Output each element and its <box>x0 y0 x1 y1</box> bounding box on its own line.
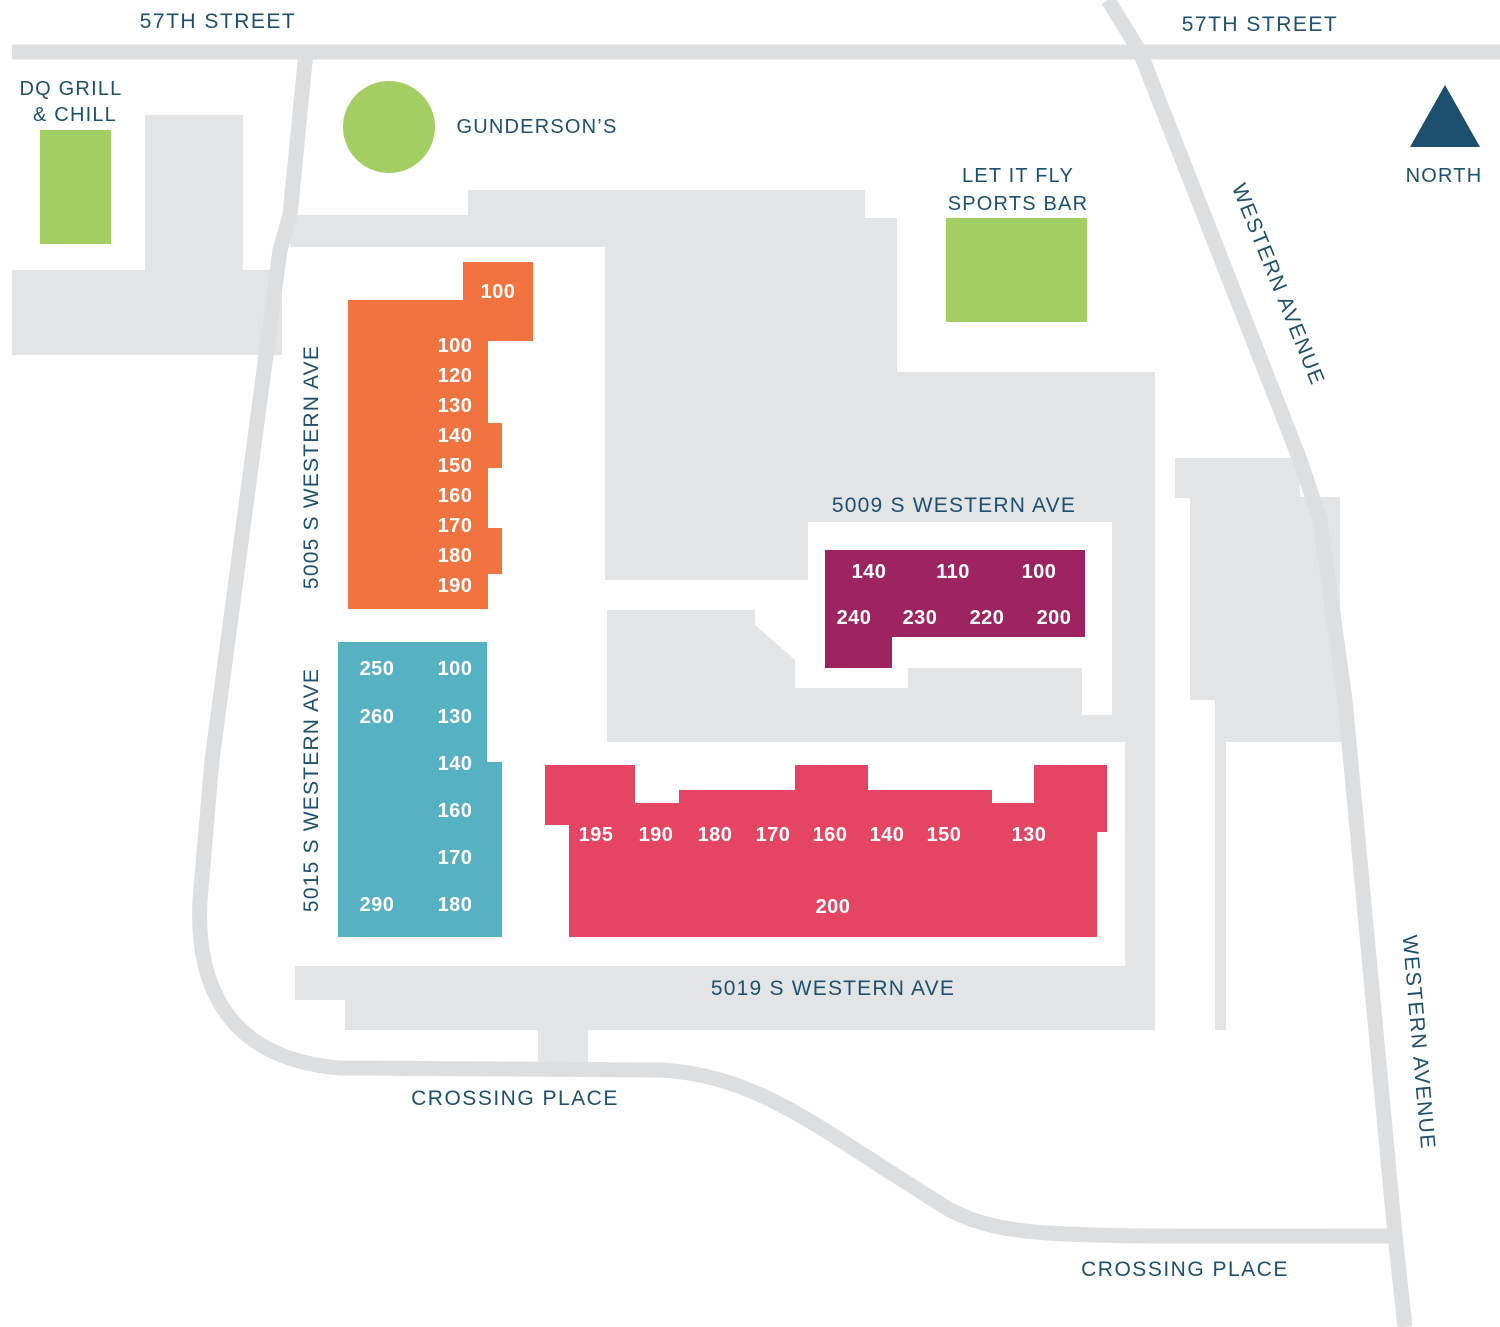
road-site-loop <box>192 51 1401 1244</box>
building-5009[interactable] <box>825 550 1085 668</box>
address-5019: 5019 S WESTERN AVE <box>711 977 955 1000</box>
unit-label: 290 <box>360 894 395 916</box>
north-arrow-icon <box>1410 85 1480 147</box>
unit-label: 150 <box>438 455 473 477</box>
unit-label: 170 <box>438 847 473 869</box>
parking-lot-east <box>1175 458 1300 498</box>
building-5005[interactable] <box>348 262 533 609</box>
roads <box>12 0 1500 1327</box>
unit-label: 110 <box>936 561 970 583</box>
building-5015[interactable] <box>338 642 502 937</box>
street-western-upper: WESTERN AVENUE <box>1227 180 1329 388</box>
address-5009: 5009 S WESTERN AVE <box>832 494 1076 517</box>
unit-label: 160 <box>438 485 473 507</box>
unit-label: 220 <box>970 607 1005 629</box>
unit-label: 130 <box>438 706 473 728</box>
unit-label: 190 <box>438 575 473 597</box>
parking-lot-central <box>290 190 1350 1030</box>
let-it-fly-label-line2: SPORTS BAR <box>948 193 1089 215</box>
unit-label: 200 <box>816 896 851 918</box>
gundersons-label: GUNDERSON’S <box>457 116 618 138</box>
street-57th-left: 57TH STREET <box>140 10 297 33</box>
unit-label: 100 <box>438 335 473 357</box>
building-5019[interactable] <box>545 765 1107 937</box>
address-5015: 5015 S WESTERN AVE <box>300 668 323 912</box>
parking-lot-west-road <box>12 270 282 355</box>
let-it-fly-building[interactable] <box>946 218 1087 322</box>
parking-lot-east-lower <box>1215 700 1350 742</box>
unit-label: 140 <box>438 753 473 775</box>
units-5015: 250 100 260 130 140 160 170 290 180 <box>360 658 473 916</box>
building-5019-shape[interactable] <box>545 765 1107 937</box>
unit-label: 195 <box>579 824 614 846</box>
address-labels: 5005 S WESTERN AVE 5015 S WESTERN AVE 50… <box>300 345 1076 1000</box>
dq-label-line1: DQ GRILL <box>20 78 123 100</box>
units-5019: 195 190 180 170 160 140 150 130 200 <box>579 824 1047 918</box>
building-5005-shape[interactable] <box>348 262 533 609</box>
unit-label: 160 <box>438 800 473 822</box>
parking-lot-northwest <box>145 115 243 280</box>
poi-labels: DQ GRILL & CHILL GUNDERSON’S LET IT FLY … <box>20 78 1089 215</box>
unit-label: 100 <box>1022 561 1057 583</box>
unit-label: 200 <box>1037 607 1072 629</box>
street-crossing-right: CROSSING PLACE <box>1081 1258 1289 1281</box>
street-57th-right: 57TH STREET <box>1182 13 1339 36</box>
gundersons-building[interactable] <box>343 81 435 173</box>
unit-label: 190 <box>639 824 674 846</box>
north-label: NORTH <box>1406 165 1483 187</box>
unit-label: 130 <box>1012 824 1047 846</box>
unit-label: 120 <box>438 365 473 387</box>
units-5005: 100 100 120 130 140 150 160 170 180 190 <box>438 281 516 597</box>
unit-label: 140 <box>852 561 887 583</box>
parking-areas <box>12 115 1350 1062</box>
unit-label: 160 <box>813 824 848 846</box>
address-5005: 5005 S WESTERN AVE <box>300 345 323 589</box>
unit-label: 140 <box>870 824 905 846</box>
let-it-fly-label-line1: LET IT FLY <box>962 165 1074 187</box>
building-5015-shape[interactable] <box>338 642 502 937</box>
unit-label: 180 <box>438 545 473 567</box>
unit-label: 260 <box>360 706 395 728</box>
unit-label: 130 <box>438 395 473 417</box>
unit-label: 180 <box>438 894 473 916</box>
unit-label: 250 <box>360 658 395 680</box>
unit-label: 140 <box>438 425 473 447</box>
street-crossing-left: CROSSING PLACE <box>411 1087 619 1110</box>
building-5009-shape[interactable] <box>825 550 1085 668</box>
unit-label: 170 <box>756 824 791 846</box>
unit-label: 230 <box>903 607 938 629</box>
dq-grill-building[interactable] <box>40 130 111 244</box>
parking-lot-south-connector <box>538 1028 588 1062</box>
north-compass: NORTH <box>1406 85 1483 187</box>
unit-label: 100 <box>481 281 516 303</box>
dq-label-line2: & CHILL <box>33 104 117 126</box>
units-5009: 140 110 100 240 230 220 200 <box>837 561 1072 629</box>
unit-label: 150 <box>927 824 962 846</box>
unit-label: 170 <box>438 515 473 537</box>
unit-label: 180 <box>698 824 733 846</box>
unit-label: 100 <box>438 658 473 680</box>
points-of-interest <box>40 81 1087 322</box>
unit-label: 240 <box>837 607 872 629</box>
street-western-lower: WESTERN AVENUE <box>1398 934 1440 1151</box>
